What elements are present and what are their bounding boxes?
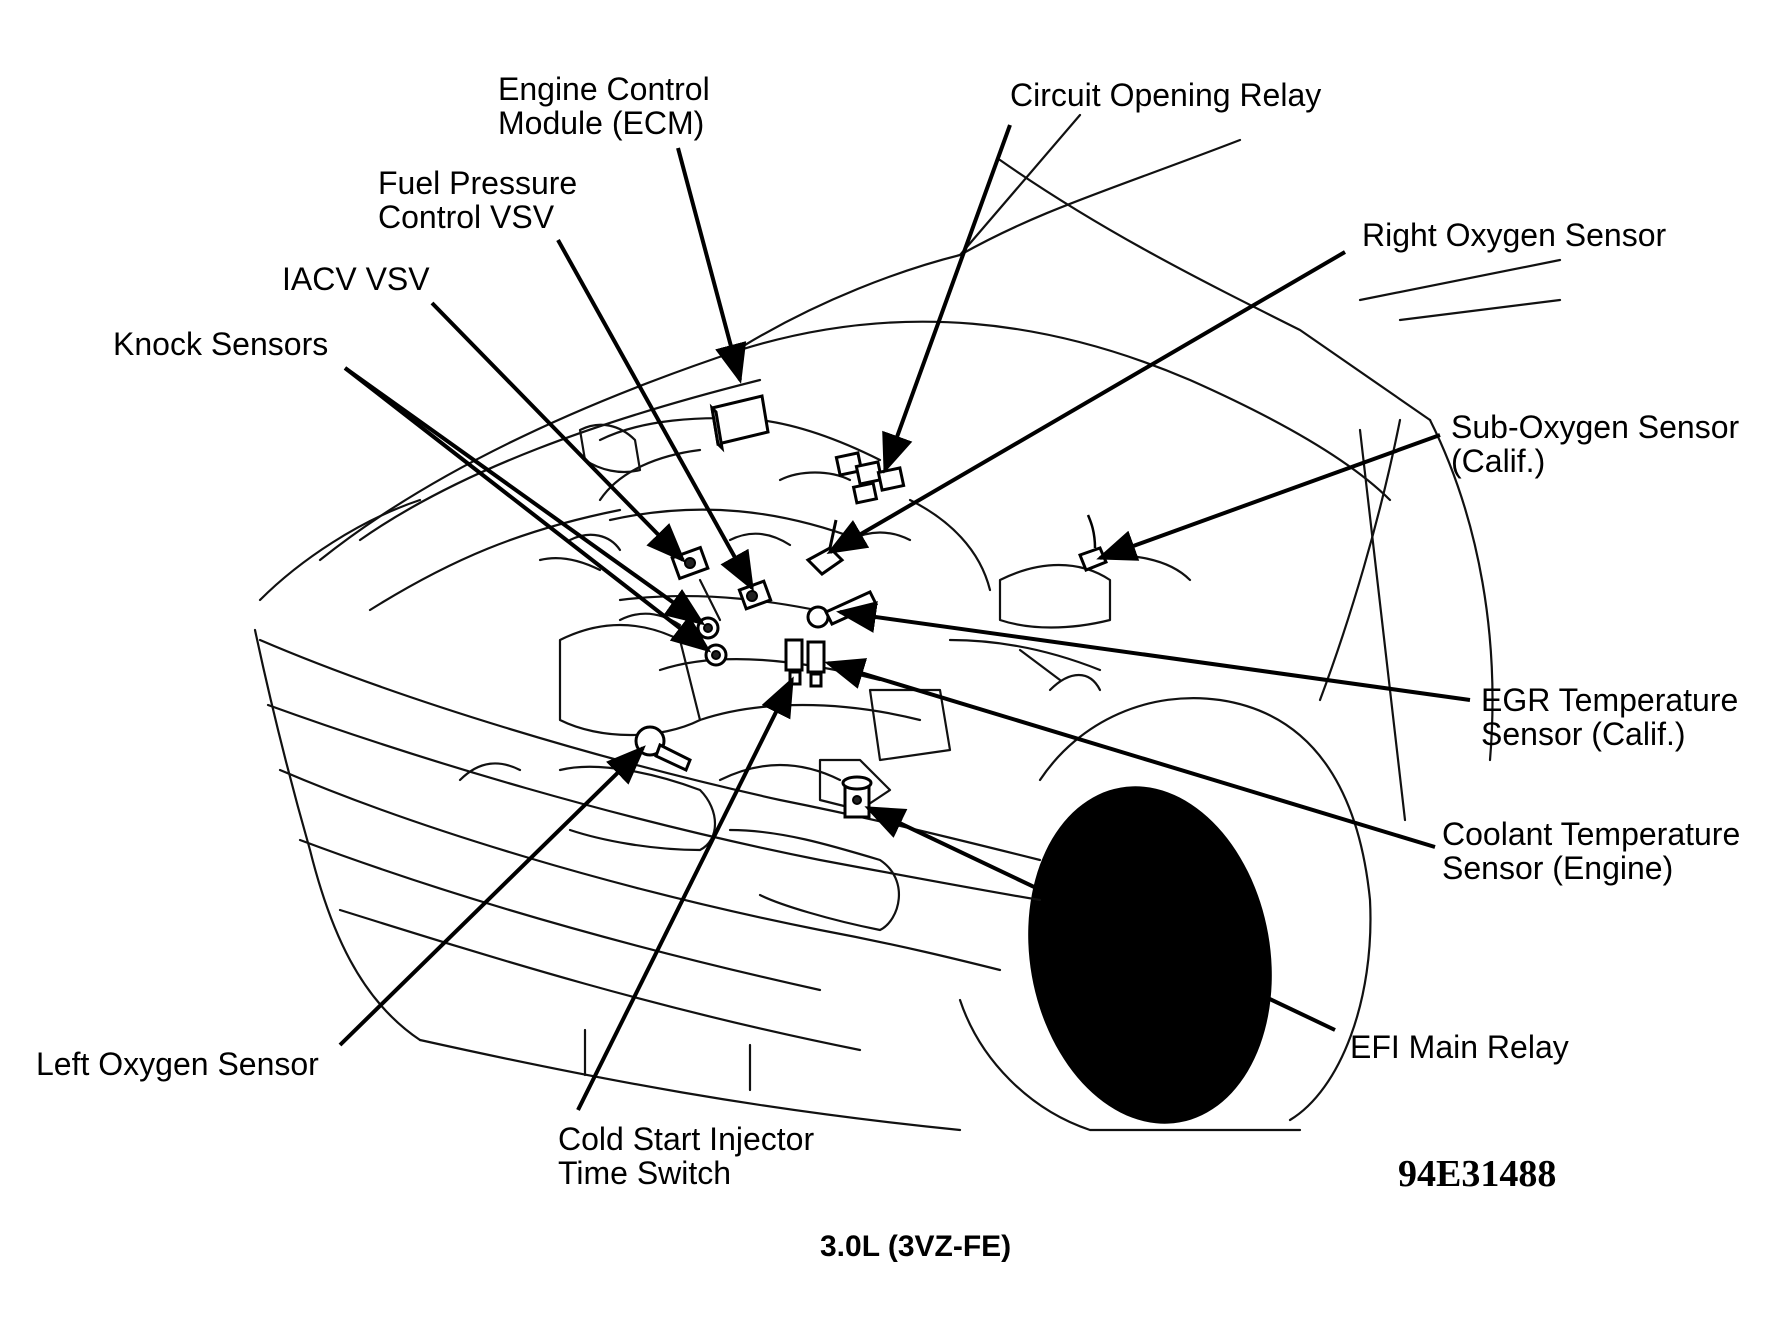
sub-oxygen-sensor (1078, 514, 1108, 572)
label-left-oxygen-sensor: Left Oxygen Sensor (36, 1047, 319, 1081)
left-oxygen-sensor (634, 725, 692, 773)
label-line: Cold Start Injector (558, 1121, 815, 1157)
leader-egr-temperature-sensor (836, 601, 1471, 702)
leader-efi-main-relay (864, 806, 1336, 1032)
leader-cold-start-injector-time-switch (576, 676, 794, 1111)
label-sub-oxygen-sensor: Sub-Oxygen Sensor (Calif.) (1451, 410, 1739, 478)
components (634, 394, 1108, 819)
efi-main-relay (841, 775, 873, 819)
label-line: Sensor (Calif.) (1481, 716, 1686, 752)
label-egr-temperature-sensor: EGR Temperature Sensor (Calif.) (1481, 683, 1738, 751)
label-line: Fuel Pressure (378, 165, 578, 201)
leader-knock-sensor-2 (343, 366, 712, 653)
leader-right-oxygen-sensor (826, 250, 1347, 555)
label-line: Engine Control (498, 71, 710, 107)
knock-sensors (696, 616, 728, 667)
leader-ecm (676, 147, 747, 384)
label-fuel-pressure-control-vsv: Fuel Pressure Control VSV (378, 166, 577, 234)
temperature-switches (784, 638, 826, 688)
leader-lines (338, 124, 1471, 1111)
label-line: Module (ECM) (498, 105, 705, 141)
ecm-box (709, 394, 770, 453)
label-efi-main-relay: EFI Main Relay (1350, 1030, 1569, 1064)
leader-fuel-pressure-vsv (556, 239, 754, 592)
figure-id: 94E31488 (1398, 1153, 1557, 1195)
label-knock-sensors: Knock Sensors (113, 327, 328, 361)
label-coolant-temperature-sensor: Coolant Temperature Sensor (Engine) (1442, 817, 1740, 885)
fuel-pressure-vsv (737, 579, 773, 611)
label-line: Sensor (Engine) (1442, 850, 1674, 886)
label-circuit-opening-relay: Circuit Opening Relay (1010, 78, 1321, 112)
label-line: Time Switch (558, 1155, 732, 1191)
label-line: Sub-Oxygen Sensor (1451, 409, 1740, 445)
label-line: Circuit Opening Relay (1010, 77, 1322, 113)
label-line: Left Oxygen Sensor (36, 1046, 319, 1082)
label-line: IACV VSV (282, 261, 430, 297)
label-line: Coolant Temperature (1442, 816, 1741, 852)
leader-coolant-temperature-sensor (824, 658, 1436, 849)
car-outline-drawing (253, 113, 1562, 1132)
leader-left-oxygen-sensor (338, 745, 646, 1047)
egr-temperature-sensor (806, 590, 879, 629)
label-iacv-vsv: IACV VSV (282, 262, 430, 296)
leader-circuit-opening-relay (882, 124, 1012, 474)
leader-iacv-vsv (430, 301, 686, 563)
leader-sub-oxygen-sensor (1096, 433, 1441, 561)
label-line: EFI Main Relay (1350, 1029, 1569, 1065)
label-engine-control-module: Engine Control Module (ECM) (498, 72, 710, 140)
label-line: Knock Sensors (113, 326, 329, 362)
leader-knock-sensor-1 (343, 366, 706, 626)
label-right-oxygen-sensor: Right Oxygen Sensor (1362, 218, 1666, 252)
label-line: EGR Temperature (1481, 682, 1739, 718)
label-line: Right Oxygen Sensor (1362, 217, 1667, 253)
diagram-caption: 3.0L (3VZ-FE) (820, 1230, 1012, 1263)
label-line: Control VSV (378, 199, 555, 235)
label-line: (Calif.) (1451, 443, 1546, 479)
label-cold-start-injector-time-switch: Cold Start Injector Time Switch (558, 1122, 814, 1190)
